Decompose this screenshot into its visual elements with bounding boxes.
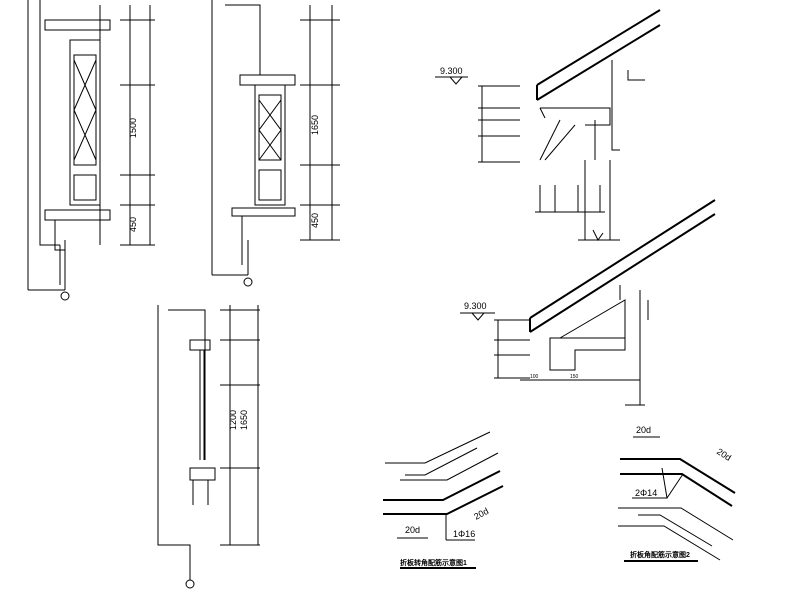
dim-label: 100 (530, 374, 539, 380)
eave-detail-2: 9.300 150 100 (460, 199, 716, 406)
diagram-caption: 折板转角配筋示意图1 (400, 558, 467, 567)
dim-label: 1500 (128, 118, 138, 138)
rebar-label: 2Φ14 (635, 488, 657, 498)
elevation-label: 9.300 (464, 301, 487, 311)
dim-label: 1650 (310, 115, 320, 135)
dim-label: 1200 (228, 410, 238, 430)
anchor-length-label: 20d (405, 525, 420, 535)
rebar-diagram-2: 20d 20d 2Φ14 折板角配筋示意图2 (618, 425, 736, 562)
rebar-label: 1Φ16 (453, 529, 475, 539)
rebar-diagram-1: 1Φ16 20d 20d 折板转角配筋示意图1 (383, 431, 504, 569)
elevation-label: 9.300 (440, 66, 463, 76)
dim-label: 150 (570, 374, 579, 380)
anchor-length-label: 20d (472, 506, 490, 522)
diagram-caption: 折板角配筋示意图2 (630, 550, 690, 559)
dim-label: 1650 (239, 410, 249, 430)
wall-section-b: 1650 450 (211, 0, 340, 287)
dim-label: 450 (310, 213, 320, 228)
anchor-length-label: 20d (715, 446, 733, 463)
wall-section-c: 1650 1200 (157, 305, 260, 589)
anchor-length-label: 20d (636, 425, 651, 435)
eave-detail-1: 9.300 (435, 9, 661, 241)
wall-section-a: 1500 450 (27, 0, 155, 301)
dim-label: 450 (128, 217, 138, 232)
